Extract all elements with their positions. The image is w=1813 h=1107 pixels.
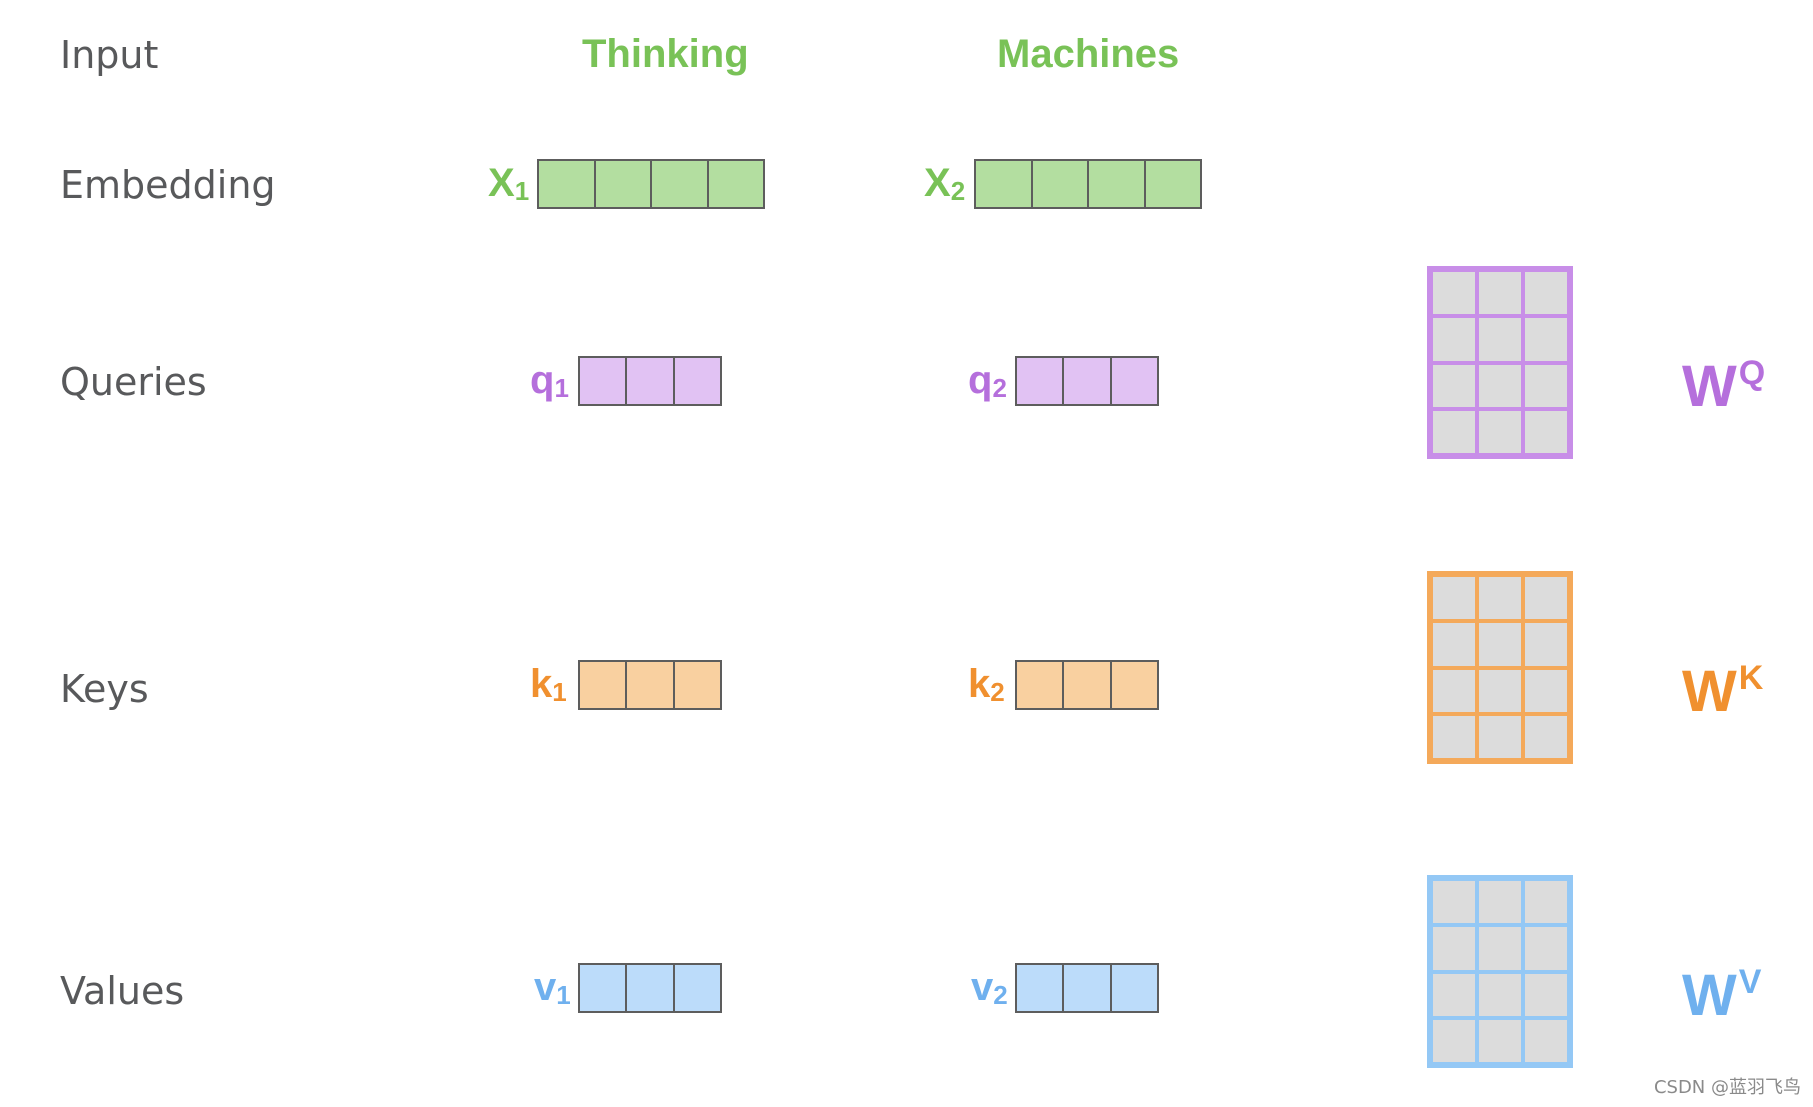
- key-label-k1: k1: [530, 662, 567, 707]
- embedding-cell: [595, 161, 652, 207]
- watermark: CSDN @蓝羽飞鸟: [1653, 1077, 1801, 1098]
- matrix-cell: [1431, 408, 1477, 455]
- value-cell: [627, 965, 675, 1011]
- key-vector-k1: [578, 660, 722, 710]
- matrix-cell: [1523, 621, 1569, 668]
- query-vector-q1: [578, 356, 722, 406]
- key-cell: [1111, 662, 1157, 708]
- query-label-q1: q1: [530, 358, 569, 403]
- matrix-cell: [1431, 270, 1477, 317]
- matrix-cell: [1477, 408, 1523, 455]
- matrix-cell: [1523, 575, 1569, 622]
- embedding-label-x2: X2: [924, 161, 966, 206]
- key-vector-k2: [1015, 660, 1159, 710]
- row-label-values: Values: [60, 969, 185, 1013]
- matrix-cell: [1431, 971, 1477, 1018]
- matrix-cell: [1477, 879, 1523, 926]
- value-cell: [1017, 965, 1065, 1011]
- input-word-machines: Machines: [997, 32, 1180, 76]
- matrix-cell: [1477, 270, 1523, 317]
- matrix-cell: [1477, 316, 1523, 363]
- matrix-cell: [1523, 408, 1569, 455]
- matrix-cell: [1431, 925, 1477, 972]
- matrix-cell: [1431, 879, 1477, 926]
- embedding-cell: [539, 161, 596, 207]
- matrix-cell: [1523, 1017, 1569, 1064]
- row-label-input: Input: [60, 33, 159, 77]
- embedding-cell: [1032, 161, 1089, 207]
- query-vector-q2: [1015, 356, 1159, 406]
- embedding-cell: [1145, 161, 1200, 207]
- matrix-cell: [1523, 879, 1569, 926]
- row-label-embedding: Embedding: [60, 163, 276, 207]
- embedding-cell: [652, 161, 709, 207]
- value-cell: [1064, 965, 1112, 1011]
- key-cell: [627, 662, 675, 708]
- matrix-cell: [1431, 667, 1477, 714]
- matrix-cell: [1477, 925, 1523, 972]
- matrix-cell: [1431, 713, 1477, 760]
- embedding-vector-x1: [537, 159, 765, 209]
- row-label-queries: Queries: [60, 360, 207, 404]
- matrix-cell: [1523, 362, 1569, 409]
- weight-label-wk: WK: [1682, 659, 1764, 724]
- query-cell: [627, 358, 675, 404]
- embedding-cell: [976, 161, 1033, 207]
- matrix-cell: [1431, 316, 1477, 363]
- weight-matrix-value: [1427, 875, 1573, 1068]
- weight-matrix-key: [1427, 571, 1573, 764]
- value-label-v2: v2: [971, 965, 1008, 1010]
- matrix-cell: [1431, 362, 1477, 409]
- embedding-label-x1: X1: [488, 161, 530, 206]
- weight-matrix-query: [1427, 266, 1573, 459]
- query-cell: [1017, 358, 1065, 404]
- embedding-vector-x2: [974, 159, 1202, 209]
- matrix-cell: [1523, 971, 1569, 1018]
- matrix-cell: [1477, 667, 1523, 714]
- embedding-cell: [708, 161, 763, 207]
- matrix-cell: [1523, 667, 1569, 714]
- key-cell: [580, 662, 628, 708]
- matrix-cell: [1431, 621, 1477, 668]
- weight-label-wv: WV: [1682, 963, 1762, 1028]
- matrix-cell: [1523, 925, 1569, 972]
- query-cell: [1111, 358, 1157, 404]
- key-label-k2: k2: [968, 662, 1005, 707]
- value-cell: [674, 965, 720, 1011]
- matrix-cell: [1523, 316, 1569, 363]
- value-cell: [580, 965, 628, 1011]
- matrix-cell: [1477, 1017, 1523, 1064]
- query-label-q2: q2: [968, 358, 1007, 403]
- row-label-keys: Keys: [60, 667, 149, 711]
- matrix-cell: [1431, 575, 1477, 622]
- matrix-cell: [1477, 575, 1523, 622]
- key-cell: [674, 662, 720, 708]
- key-cell: [1064, 662, 1112, 708]
- value-label-v1: v1: [534, 965, 571, 1010]
- matrix-cell: [1477, 971, 1523, 1018]
- key-cell: [1017, 662, 1065, 708]
- matrix-cell: [1477, 621, 1523, 668]
- value-cell: [1111, 965, 1157, 1011]
- matrix-cell: [1431, 1017, 1477, 1064]
- query-cell: [674, 358, 720, 404]
- value-vector-v2: [1015, 963, 1159, 1013]
- embedding-cell: [1089, 161, 1146, 207]
- input-word-thinking: Thinking: [582, 32, 749, 76]
- weight-label-wq: WQ: [1682, 354, 1766, 419]
- query-cell: [1064, 358, 1112, 404]
- matrix-cell: [1477, 362, 1523, 409]
- matrix-cell: [1523, 270, 1569, 317]
- matrix-cell: [1523, 713, 1569, 760]
- query-cell: [580, 358, 628, 404]
- matrix-cell: [1477, 713, 1523, 760]
- value-vector-v1: [578, 963, 722, 1013]
